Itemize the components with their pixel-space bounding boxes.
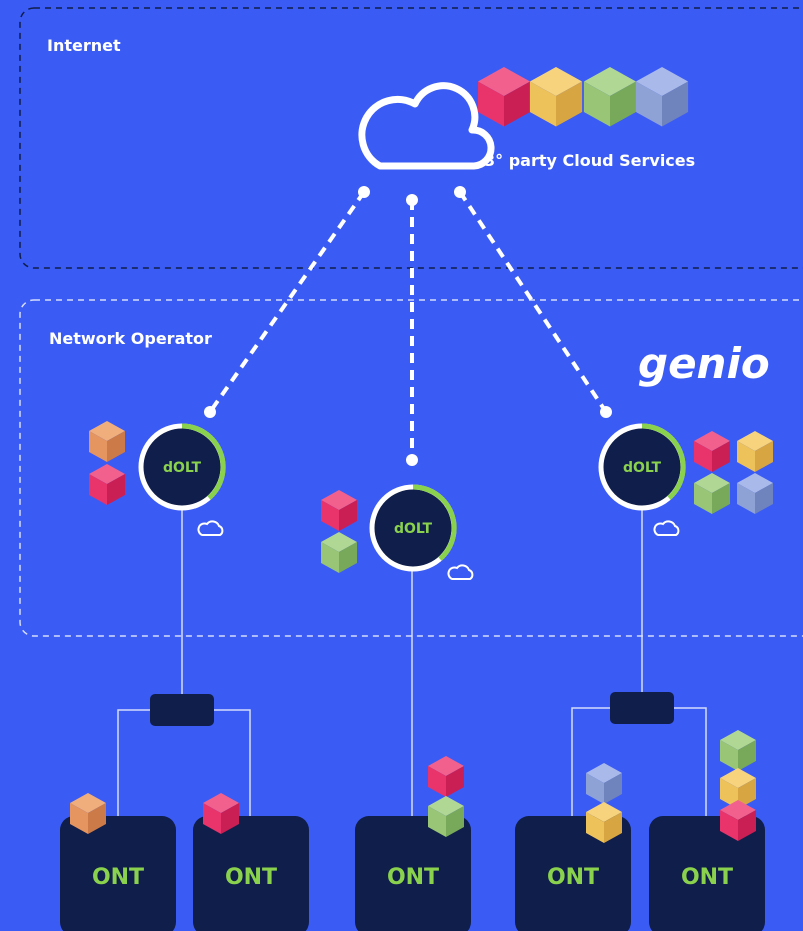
small-cloud-icon <box>447 564 474 580</box>
operator-zone-label: Network Operator <box>49 329 212 348</box>
cube-icon <box>635 67 689 127</box>
dolt-label: dOLT <box>163 460 202 476</box>
internet-zone: Internet <box>19 7 803 269</box>
small-cloud-icon <box>197 520 224 536</box>
dolt-node-right: dOLT <box>598 423 686 511</box>
cube-icon <box>529 67 583 127</box>
ont-label: ONT <box>681 865 733 890</box>
ont-box-1: ONT <box>60 816 176 931</box>
cube-icon <box>737 473 773 514</box>
link-endpoints <box>204 186 612 466</box>
ont-label: ONT <box>547 865 599 890</box>
dolt-node-center: dOLT <box>369 484 457 572</box>
cube-icon <box>321 490 357 531</box>
dolt-right-cubes <box>694 431 773 514</box>
cube-icon <box>428 756 464 797</box>
cloud-links <box>208 190 608 460</box>
cube-icon <box>583 67 637 127</box>
ont-label: ONT <box>225 865 277 890</box>
cube-icon <box>89 421 125 462</box>
internet-zone-label: Internet <box>47 36 121 55</box>
dolt-label: dOLT <box>623 460 662 476</box>
dolt-node-left: dOLT <box>138 423 226 511</box>
cube-icon <box>586 763 622 804</box>
ont-4-cubes <box>586 763 622 843</box>
fiber-lines <box>117 505 707 822</box>
link-right <box>458 190 608 414</box>
cube-icon <box>477 67 531 127</box>
cloud-service-cubes <box>477 67 689 127</box>
cube-icon <box>321 532 357 573</box>
small-cloud-icon <box>653 520 680 536</box>
cube-icon <box>720 730 756 771</box>
operator-zone: Network Operator <box>19 299 803 637</box>
ont-label: ONT <box>387 865 439 890</box>
splitter-right <box>610 692 674 724</box>
ont-3-cubes <box>428 756 464 837</box>
cloud-services-label: 3° party Cloud Services <box>484 151 695 170</box>
cloud-icon <box>358 82 495 170</box>
dolt-center-cubes <box>321 490 357 573</box>
dolt-label: dOLT <box>394 521 433 537</box>
genio-logo: genio <box>638 339 770 388</box>
cube-icon <box>737 431 773 472</box>
splitter-left <box>150 694 214 726</box>
link-left <box>208 190 366 414</box>
cube-icon <box>694 431 730 472</box>
cube-icon <box>694 473 730 514</box>
ont-box-4: ONT <box>515 816 631 931</box>
ont-label: ONT <box>92 865 144 890</box>
dolt-left-cubes <box>89 421 125 505</box>
ont-box-5: ONT <box>649 816 765 931</box>
cube-icon <box>89 464 125 505</box>
ont-box-3: ONT <box>355 816 471 931</box>
ont-box-2: ONT <box>193 816 309 931</box>
ont-5-cubes <box>720 730 756 841</box>
